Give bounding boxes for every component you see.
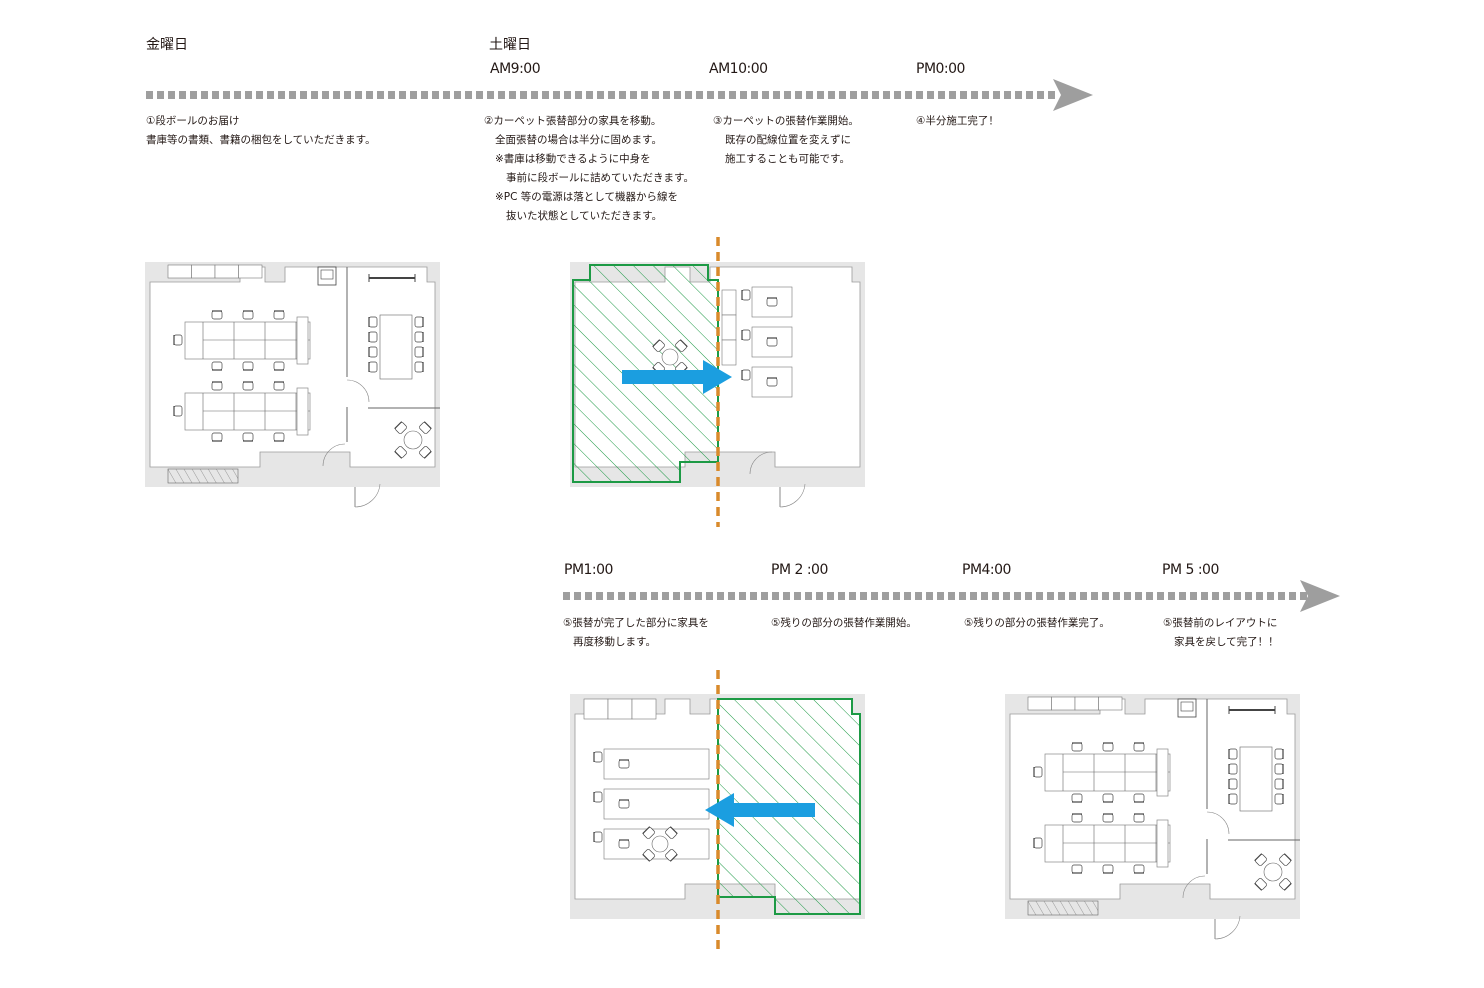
move-right-arrow-icon [622, 360, 732, 394]
note-line: 事前に段ボールに詰めていただきます。 [506, 172, 694, 184]
time-label: PM 5 :00 [1162, 562, 1219, 578]
timeline-arrow [146, 79, 1093, 111]
note-line: ⑤残りの部分の張替作業完了。 [964, 617, 1110, 629]
whiteboard [1228, 706, 1276, 714]
storage-boxes [1027, 900, 1099, 916]
desk-cluster [1033, 742, 1171, 803]
note-line: ①段ボールのお届け [146, 115, 240, 127]
entrance-door [1214, 915, 1241, 940]
time-label: AM10:00 [709, 61, 768, 77]
note-line: 抜いた状態としていただきます。 [506, 210, 663, 222]
step-note-2: ②カーペット張替部分の家具を移動。 全面張替の場合は半分に固めます。 ※書庫は移… [484, 112, 694, 226]
step-note-5: ⑤張替が完了した部分に家具を 再度移動します。 [563, 614, 709, 652]
round-table [1254, 853, 1292, 891]
note-line: 全面張替の場合は半分に固めます。 [495, 134, 662, 146]
move-left-arrow-icon [705, 793, 815, 827]
time-label: PM1:00 [564, 562, 613, 578]
desk-cluster [1033, 813, 1171, 874]
arrow-head-icon [1053, 79, 1093, 111]
bookshelf [1027, 696, 1123, 711]
meeting-table [1228, 746, 1284, 812]
copier-icon [1177, 698, 1197, 718]
step-note-1: ①段ボールのお届け 書庫等の書類、書籍の梱包をしていただきます。 [146, 112, 376, 150]
step-note-4: ④半分施工完了！ [916, 112, 999, 131]
compacted-furniture [583, 698, 710, 862]
entrance-door [354, 483, 381, 508]
note-line: ※PC 等の電源は落として機器から線を [495, 191, 678, 203]
step-note-7: ⑤残りの部分の張替作業完了。 [964, 614, 1110, 633]
note-line: ⑤張替前のレイアウトに [1163, 617, 1278, 629]
bookshelf [167, 264, 263, 279]
time-label: AM9:00 [490, 61, 541, 77]
day-label-saturday: 土曜日 [489, 37, 531, 53]
note-line: ⑤残りの部分の張替作業開始。 [771, 617, 917, 629]
note-line: ※書庫は移動できるように中身を [495, 153, 651, 165]
day-label-friday: 金曜日 [146, 37, 188, 53]
note-line: ③カーペットの張替作業開始。 [713, 115, 859, 127]
note-line: ④半分施工完了！ [916, 115, 999, 127]
note-line: ②カーペット張替部分の家具を移動。 [484, 115, 662, 127]
meeting-table [368, 314, 424, 380]
arrow-head-icon [1300, 580, 1340, 612]
step-note-6: ⑤残りの部分の張替作業開始。 [771, 614, 917, 633]
step-note-3: ③カーペットの張替作業開始。 既存の配線位置を変えずに 施工することも可能です。 [713, 112, 859, 169]
desk-cluster [173, 381, 311, 442]
time-label: PM 2 :00 [771, 562, 828, 578]
desk-cluster [173, 310, 311, 371]
time-label: PM0:00 [916, 61, 965, 77]
round-table [394, 421, 432, 459]
floor-plan-before [145, 262, 440, 508]
floor-plan-moved-back [570, 694, 865, 919]
timeline-arrow [563, 580, 1340, 612]
whiteboard [368, 274, 416, 282]
note-line: 再度移動します。 [573, 636, 656, 648]
step-note-8: ⑤張替前のレイアウトに 家具を戻して完了！！ [1163, 614, 1279, 652]
floor-plan-restored [1005, 694, 1300, 940]
note-line: 書庫等の書類、書籍の梱包をしていただきます。 [146, 134, 376, 146]
note-line: 既存の配線位置を変えずに [725, 134, 851, 146]
time-label: PM4:00 [962, 562, 1011, 578]
note-line: 施工することも可能です。 [725, 153, 850, 165]
storage-boxes [167, 468, 239, 484]
note-line: ⑤張替が完了した部分に家具を [563, 617, 709, 629]
copier-icon [317, 266, 337, 286]
note-line: 家具を戻して完了！！ [1174, 636, 1279, 648]
